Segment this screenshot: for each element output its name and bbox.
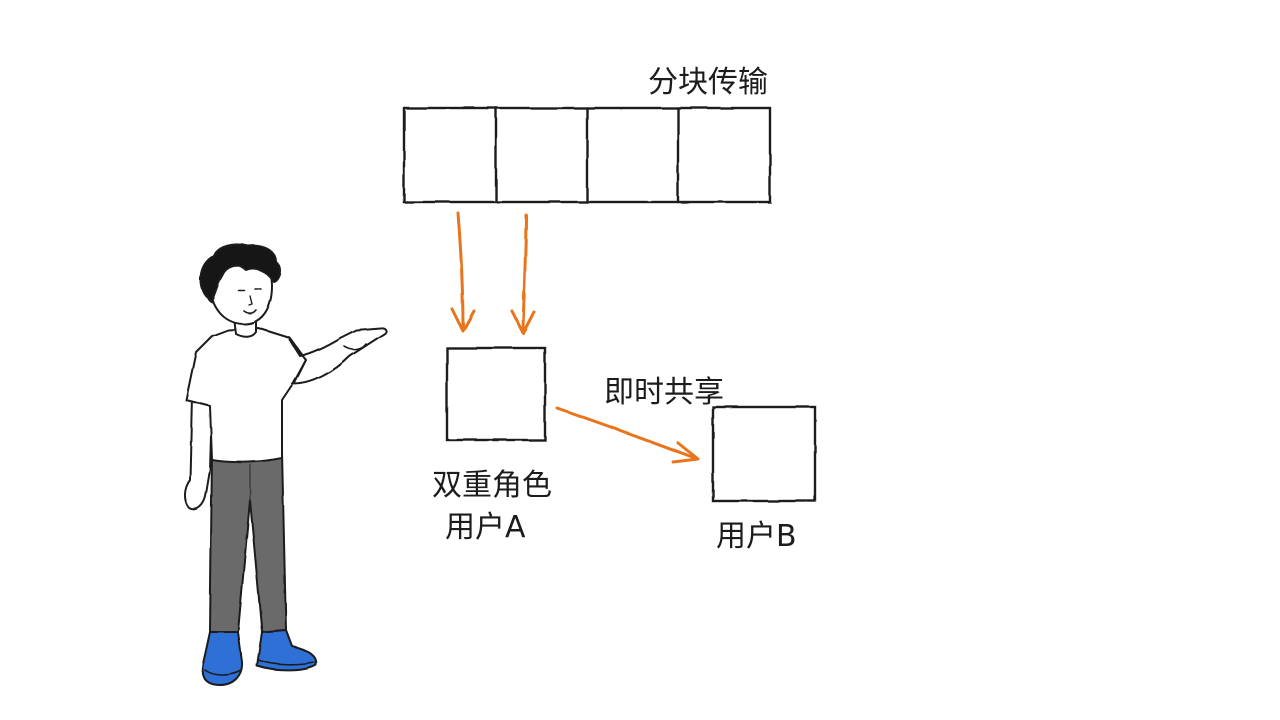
pointing-person-icon — [184, 243, 388, 686]
user-b-box — [711, 405, 817, 503]
down-arrow-icon — [510, 213, 536, 335]
user-a-name-label: 用户A — [445, 510, 526, 545]
down-arrow-icon — [450, 211, 476, 333]
user-a-box — [445, 346, 547, 442]
user-b-name-label: 用户B — [716, 519, 797, 554]
user-a-role-label: 双重角色 — [432, 468, 552, 503]
block-strip — [402, 106, 772, 204]
right-arrow-icon — [555, 406, 700, 464]
block-transfer-label: 分块传输 — [648, 65, 768, 100]
instant-share-label: 即时共享 — [604, 375, 724, 410]
